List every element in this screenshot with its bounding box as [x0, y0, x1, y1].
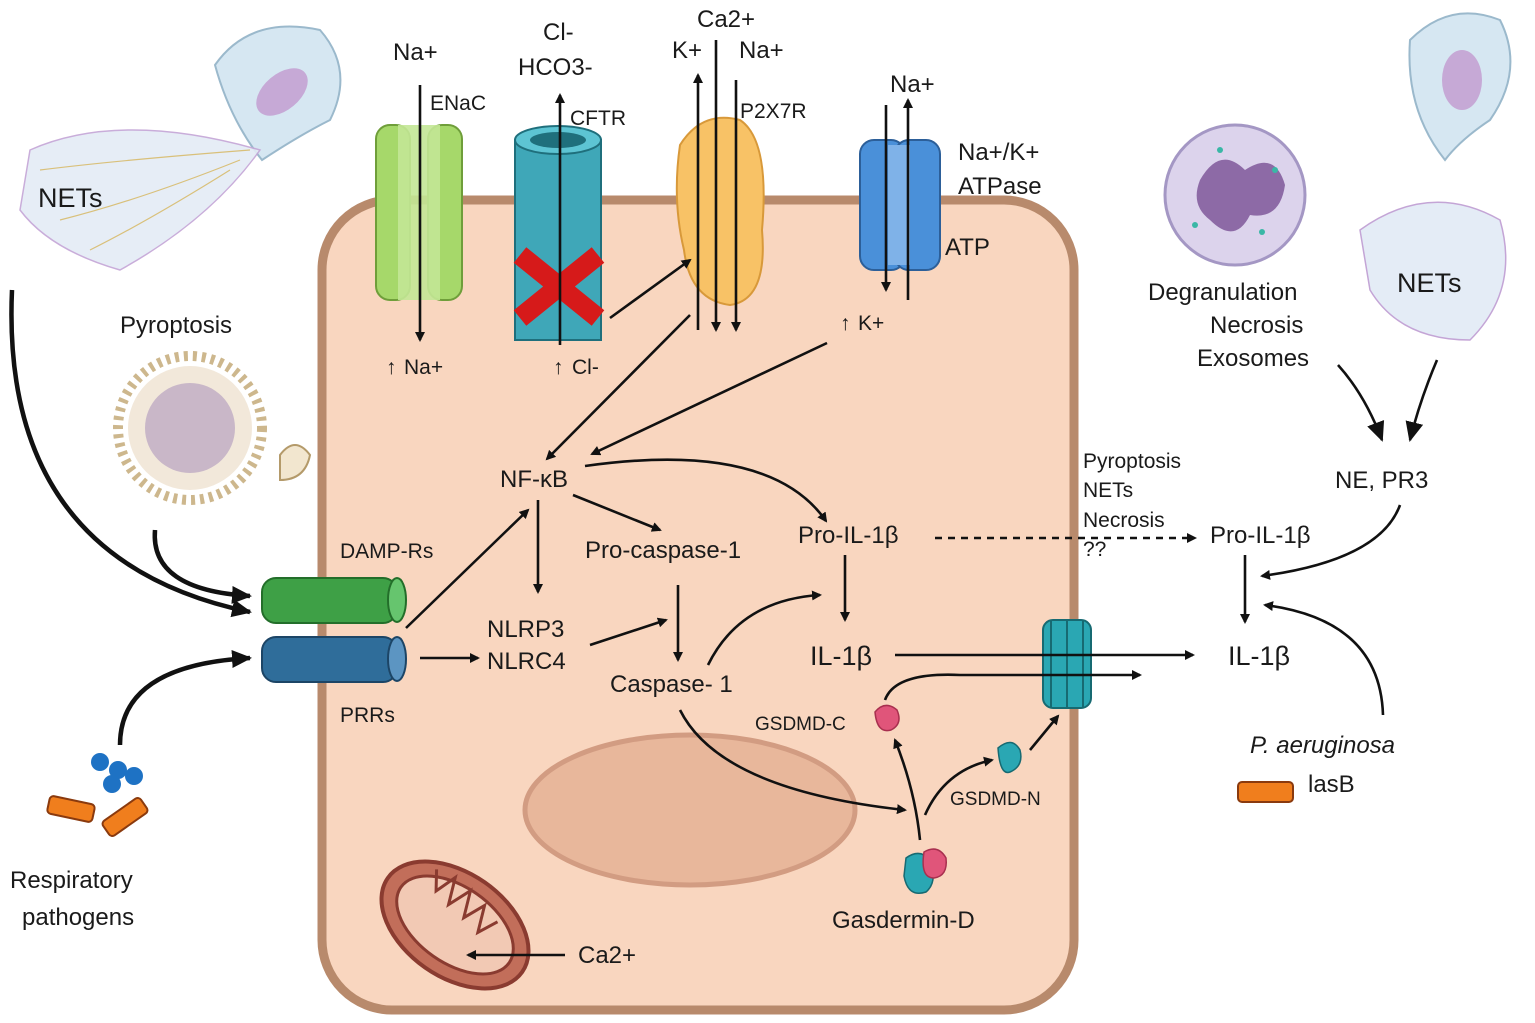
- atpase-label-2: ATPase: [958, 173, 1042, 200]
- gasdermin-node: Gasdermin-D: [832, 907, 975, 934]
- caspase-node: Caspase- 1: [610, 671, 733, 698]
- exosomes-label: Exosomes: [1197, 345, 1309, 372]
- arrow-nets-to-receptor: [9, 289, 252, 618]
- il1b-node: IL-1β: [810, 641, 872, 671]
- arrow-gasdermin-to-c: [893, 738, 922, 841]
- gsdmd-c-label: GSDMD-C: [755, 714, 846, 735]
- nlrp3-node: NLRP3: [487, 616, 564, 643]
- atpase-bottom-ion: K+: [858, 312, 884, 335]
- p2x7r-top-ion-ca: Ca2+: [697, 6, 755, 33]
- arrow-ne-to-il1b: [1260, 504, 1402, 580]
- nets-right-label: NETs: [1397, 268, 1462, 298]
- pathogens-label-2: pathogens: [22, 904, 134, 931]
- ca-ion-label: Ca2+: [578, 942, 636, 969]
- il1b-extracellular: IL-1β: [1228, 641, 1290, 671]
- gasdermin-protein: [903, 848, 947, 894]
- cftr-bottom-ion: Cl-: [572, 356, 599, 379]
- release-mode-3: Necrosis: [1083, 509, 1165, 532]
- arrow-cl-to-p2x7r: [609, 258, 692, 320]
- pyroptotic-cell: [113, 351, 312, 505]
- arrow-cl-to-nfkb: [545, 314, 691, 461]
- gsdmd-n-protein: [997, 741, 1022, 774]
- pa-bacillus: [1237, 781, 1294, 803]
- release-mode-2: NETs: [1083, 479, 1133, 502]
- p2x7r-label: P2X7R: [740, 100, 807, 123]
- necrosis-label: Necrosis: [1210, 312, 1303, 339]
- cftr-up-arrow: ↑: [553, 356, 564, 379]
- arrow-nfkb-to-procaspase: [572, 493, 662, 532]
- arrow-nlr-to-caspase: [589, 617, 668, 647]
- prr-receptor: [261, 636, 407, 683]
- arrow-n-to-pore: [1028, 714, 1060, 751]
- damp-receptor: [261, 577, 407, 624]
- atpase-label-1: Na+/K+: [958, 139, 1039, 166]
- arrow-damp-to-nfkb: [405, 508, 530, 629]
- release-mode-1: Pyroptosis: [1083, 450, 1181, 473]
- arrow-degranulation-to-ne: [1337, 364, 1385, 442]
- nlrc4-node: NLRC4: [487, 648, 566, 675]
- pathogen-cocci: [91, 753, 143, 793]
- pro-il1b-extracellular: Pro-IL-1β: [1210, 522, 1311, 549]
- degranulation-label: Degranulation: [1148, 279, 1297, 306]
- release-mode-4: ??: [1083, 538, 1106, 561]
- atpase-atp: ATP: [945, 234, 990, 261]
- arrow-gasdermin-to-n: [923, 756, 994, 816]
- arrow-caspase-to-proil1b: [706, 590, 822, 666]
- atpase-top-ion: Na+: [890, 71, 935, 98]
- enac-label: ENaC: [430, 92, 486, 115]
- gsdmd-c-protein: [874, 704, 900, 732]
- cftr-top-ion-hco3: HCO3-: [518, 54, 593, 81]
- ne-pr3-label: NE, PR3: [1335, 467, 1428, 494]
- enac-up-arrow: ↑: [386, 356, 397, 379]
- nets-left-illustration: [19, 25, 342, 271]
- enac-bottom-ion: Na+: [404, 356, 443, 379]
- neutrophil: [1163, 123, 1307, 267]
- nfkb-node: NF-κB: [500, 466, 568, 493]
- mitochondrion: [379, 859, 531, 991]
- pro-caspase-node: Pro-caspase-1: [585, 537, 741, 564]
- gsdmd-pore: [1042, 619, 1092, 709]
- p2x7r-top-ion-na: Na+: [739, 37, 784, 64]
- damp-rs-label: DAMP-Rs: [340, 540, 433, 563]
- enac-top-ion: Na+: [393, 39, 438, 66]
- arrow-pathogens-to-prr: [117, 649, 252, 746]
- arrow-nets-to-ne: [1405, 359, 1439, 442]
- pathogens-label-1: Respiratory: [10, 867, 133, 894]
- nets-left-label: NETs: [38, 183, 103, 213]
- atpase-pump: [859, 139, 941, 271]
- pyroptosis-label: Pyroptosis: [120, 312, 232, 339]
- atpase-up-arrow: ↑: [840, 312, 851, 335]
- pa-species-label: P. aeruginosa: [1250, 732, 1395, 759]
- arrow-k-to-nfkb: [590, 341, 828, 456]
- pro-il1b-node: Pro-IL-1β: [798, 522, 899, 549]
- cftr-label: CFTR: [570, 107, 626, 130]
- arrow-caspase-to-gasdermin: [678, 709, 907, 815]
- arrow-lasb-to-il1b: [1263, 601, 1385, 716]
- arrow-c-release: [883, 670, 1142, 701]
- arrow-pyroptosis-to-receptor: [152, 529, 252, 604]
- gsdmd-n-label: GSDMD-N: [950, 789, 1041, 810]
- cftr-top-ion-cl: Cl-: [543, 19, 574, 46]
- nets-right-illustration: [1359, 12, 1512, 341]
- nucleus: [522, 732, 858, 888]
- lasb-label: lasB: [1308, 771, 1355, 798]
- prrs-label: PRRs: [340, 704, 395, 727]
- p2x7r-top-ion-k: K+: [672, 37, 702, 64]
- pathogen-bacilli: [46, 795, 149, 837]
- arrow-nfkb-to-proil1b: [584, 458, 828, 523]
